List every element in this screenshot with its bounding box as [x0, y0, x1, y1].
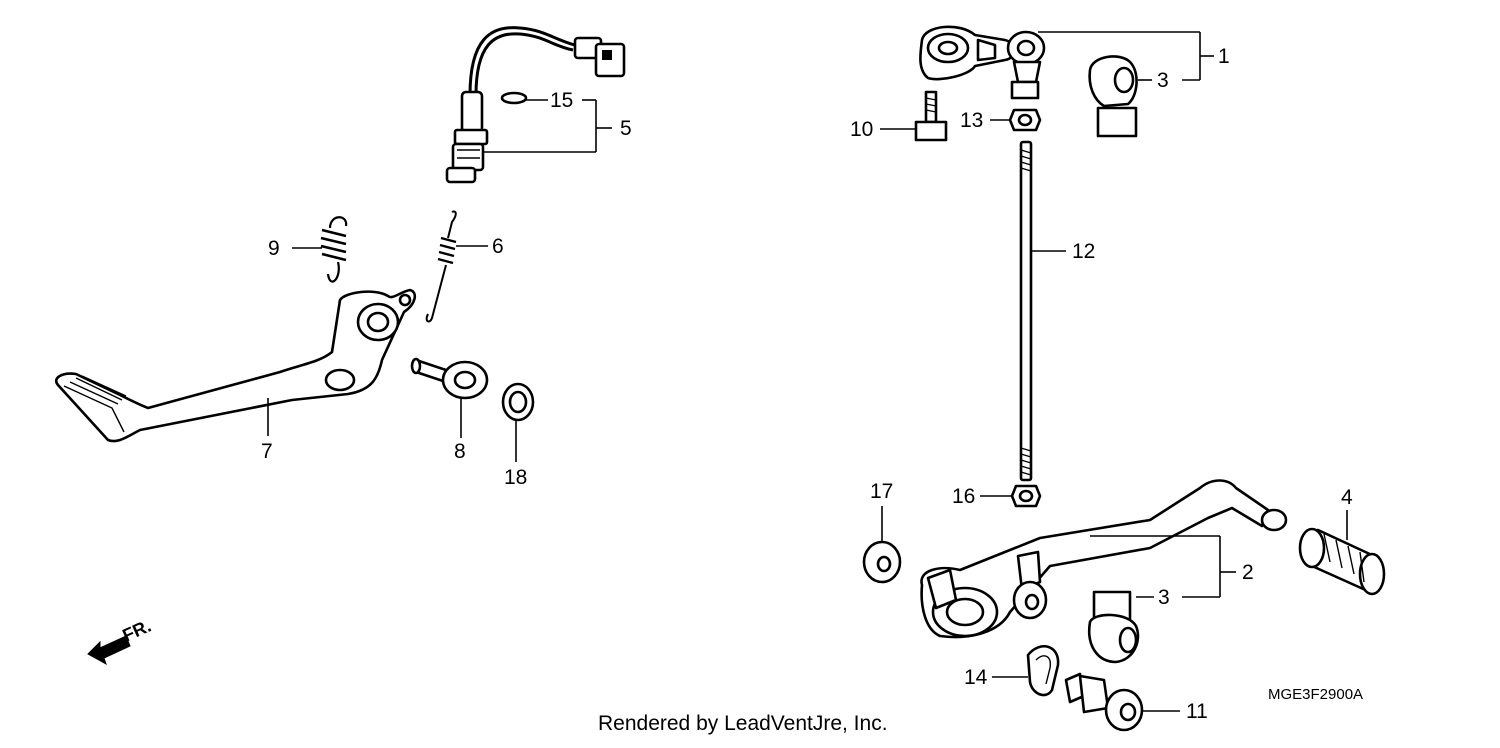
callout-8: 8 [454, 440, 466, 463]
part-10-bolt [914, 90, 948, 142]
callout-3-upper: 3 [1157, 69, 1169, 92]
part-17-washer [862, 540, 902, 584]
part-3-upper-joint [1088, 55, 1138, 138]
part-1-shift-arm [919, 25, 1046, 100]
leader-lines [267, 31, 1348, 712]
callout-labels: 15 5 6 9 7 8 18 1 3 10 13 12 17 16 4 2 3… [261, 45, 1353, 723]
part-11-pivot-bolt [1064, 672, 1144, 732]
callout-15: 15 [550, 89, 573, 112]
part-12-tie-rod [1019, 140, 1033, 482]
part-7-brake-pedal [55, 288, 417, 443]
part-14-washer [1026, 645, 1060, 697]
callout-11: 11 [1186, 700, 1208, 723]
part-3-lower-joint [1087, 590, 1140, 664]
part-16-nut [1010, 484, 1042, 508]
part-8-pivot [410, 357, 489, 400]
front-arrow-icon [87, 635, 131, 666]
render-credit: Rendered by LeadVentJre, Inc. [598, 712, 888, 735]
part-6-switch-spring [425, 210, 457, 323]
callout-2: 2 [1242, 561, 1254, 584]
callout-17: 17 [870, 480, 893, 503]
diagram-code: MGE3F2900A [1268, 686, 1363, 703]
callout-1: 1 [1218, 45, 1230, 68]
callout-9: 9 [268, 237, 280, 260]
callout-3-lower: 3 [1158, 586, 1170, 609]
callout-4: 4 [1341, 486, 1353, 509]
front-direction-indicator: FR. [87, 616, 154, 666]
part-18-circlip [501, 382, 535, 422]
part-9-return-spring [320, 216, 348, 283]
part-15-clip [500, 91, 528, 105]
callout-5: 5 [620, 117, 632, 140]
callout-6: 6 [492, 235, 504, 258]
callout-14: 14 [964, 666, 988, 689]
part-2-shift-pedal [920, 479, 1288, 639]
callout-16: 16 [952, 485, 975, 508]
callout-10: 10 [850, 118, 873, 141]
callout-12: 12 [1072, 240, 1095, 263]
part-5-brake-light-switch [445, 26, 626, 184]
callout-18: 18 [504, 466, 527, 489]
callout-7: 7 [261, 440, 273, 463]
part-13-nut [1008, 108, 1042, 132]
callout-13: 13 [960, 109, 983, 132]
part-4-peg-rubber [1298, 527, 1386, 596]
front-label: FR. [119, 616, 154, 646]
